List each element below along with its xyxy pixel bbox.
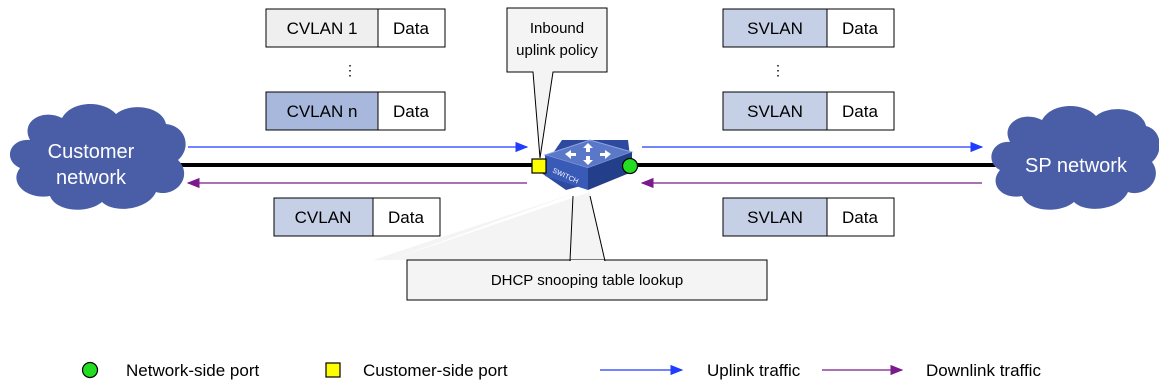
legend-network-port-icon (81, 361, 99, 379)
legend-customer-port-label: Customer-side port (363, 361, 508, 380)
frame-data: Data (842, 208, 878, 227)
sp-network-cloud: SP network (991, 105, 1159, 210)
frame-tag: CVLAN n (287, 102, 358, 121)
frame-tag: SVLAN (747, 208, 803, 227)
frame-tag: CVLAN 1 (287, 19, 358, 38)
customer-network-cloud: Customer network (9, 103, 186, 210)
frame-tag: CVLAN (295, 208, 352, 227)
customer-cloud-label-line2: network (56, 167, 127, 189)
frame-svlan-bottom: SVLAN Data (722, 197, 895, 237)
customer-side-port (531, 158, 547, 174)
inbound-callout-line2: uplink policy (516, 42, 598, 59)
inbound-callout-line1: Inbound (530, 20, 584, 37)
frame-data: Data (388, 208, 424, 227)
frame-data: Data (393, 102, 429, 121)
ellipsis-left: ⋮ (343, 62, 357, 78)
frame-tag: SVLAN (747, 19, 803, 38)
frame-svlan-top: SVLAN Data (722, 8, 895, 48)
frame-cvlan-1: CVLAN 1 Data (265, 8, 446, 48)
frame-cvlan: CVLAN Data (273, 197, 441, 237)
frame-data: Data (842, 102, 878, 121)
frame-svlan-mid: SVLAN Data (722, 91, 895, 131)
switch-device: SWITCH (540, 139, 634, 190)
dhcp-callout-text: DHCP snooping table lookup (491, 272, 683, 289)
inbound-policy-callout: Inbound uplink policy (506, 7, 608, 159)
network-side-port (621, 157, 639, 175)
frame-data: Data (393, 19, 429, 38)
legend-network-port-label: Network-side port (126, 361, 259, 380)
frame-cvlan-n: CVLAN n Data (265, 91, 446, 131)
frame-data: Data (842, 19, 878, 38)
ellipsis-right: ⋮ (771, 62, 785, 78)
switch-arrows-icon (565, 143, 611, 165)
sp-cloud-label: SP network (1025, 155, 1128, 177)
frame-tag: SVLAN (747, 102, 803, 121)
legend-downlink-label: Downlink traffic (926, 361, 1041, 380)
customer-cloud-label-line1: Customer (48, 141, 135, 163)
dhcp-snooping-callout: DHCP snooping table lookup (373, 192, 768, 301)
legend-customer-port-icon (325, 362, 341, 378)
legend-uplink-label: Uplink traffic (707, 361, 801, 380)
legend: Network-side port Customer-side port Upl… (81, 361, 1041, 380)
